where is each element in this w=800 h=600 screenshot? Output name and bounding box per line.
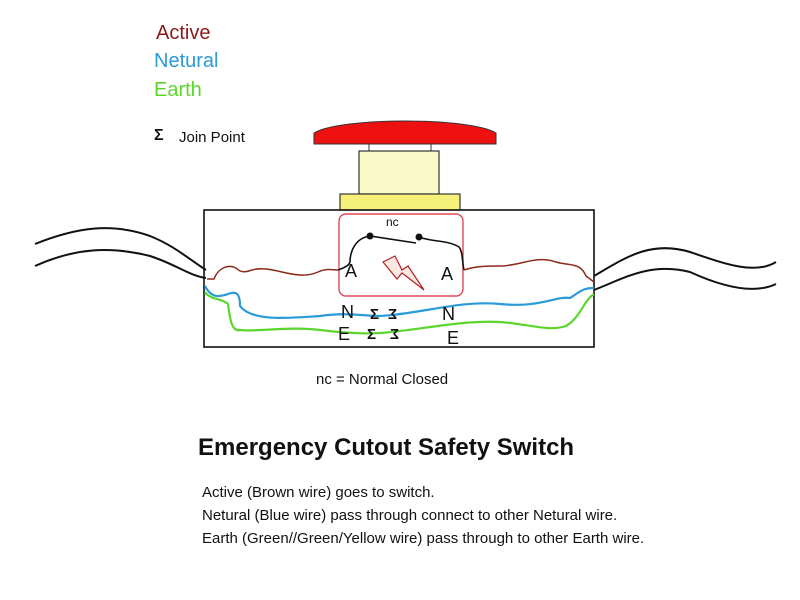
page-title: Emergency Cutout Safety Switch	[198, 434, 575, 461]
neutral-label-right: N	[442, 304, 455, 324]
description-line: Active (Brown wire) goes to switch.	[202, 484, 435, 501]
neutral-wire	[204, 285, 595, 320]
button-housing	[358, 150, 440, 195]
join-point-icon: Σ	[370, 306, 379, 323]
earth-label-left: E	[338, 324, 350, 344]
join-point-icon: Σ	[367, 326, 376, 343]
legend-neutral: Netural	[154, 50, 219, 72]
earth-wire	[204, 291, 595, 335]
earth-label-right: E	[447, 328, 459, 348]
right-cable	[593, 247, 777, 291]
emergency-button	[313, 120, 497, 211]
active-terminal-left: A	[345, 261, 357, 281]
junction-box	[203, 209, 595, 348]
button-stem	[368, 143, 432, 152]
earth-join-point: Σ Σ	[367, 326, 399, 343]
description-line: Earth (Green//Green/Yellow wire) pass th…	[202, 530, 645, 547]
left-cable	[34, 227, 207, 279]
switch-contact	[337, 232, 465, 271]
switch-contact-area	[338, 213, 464, 297]
description-line: Netural (Blue wire) pass through connect…	[202, 507, 618, 524]
legend-earth: Earth	[154, 79, 202, 101]
lightning-icon	[382, 255, 425, 291]
button-base	[339, 193, 461, 211]
neutral-label-left: N	[341, 302, 354, 322]
neutral-join-point: Σ Σ	[370, 306, 397, 323]
join-point-icon: Σ	[388, 306, 397, 323]
nc-note: nc = Normal Closed	[316, 371, 449, 388]
legend-active: Active	[156, 22, 211, 44]
active-terminal-right: A	[441, 264, 453, 284]
nc-label: nc	[386, 215, 399, 229]
button-cap	[313, 120, 497, 145]
active-wire	[207, 258, 595, 283]
join-point-label: Join Point	[179, 129, 245, 146]
join-point-icon: Σ	[154, 127, 164, 144]
join-point-icon: Σ	[390, 326, 399, 343]
